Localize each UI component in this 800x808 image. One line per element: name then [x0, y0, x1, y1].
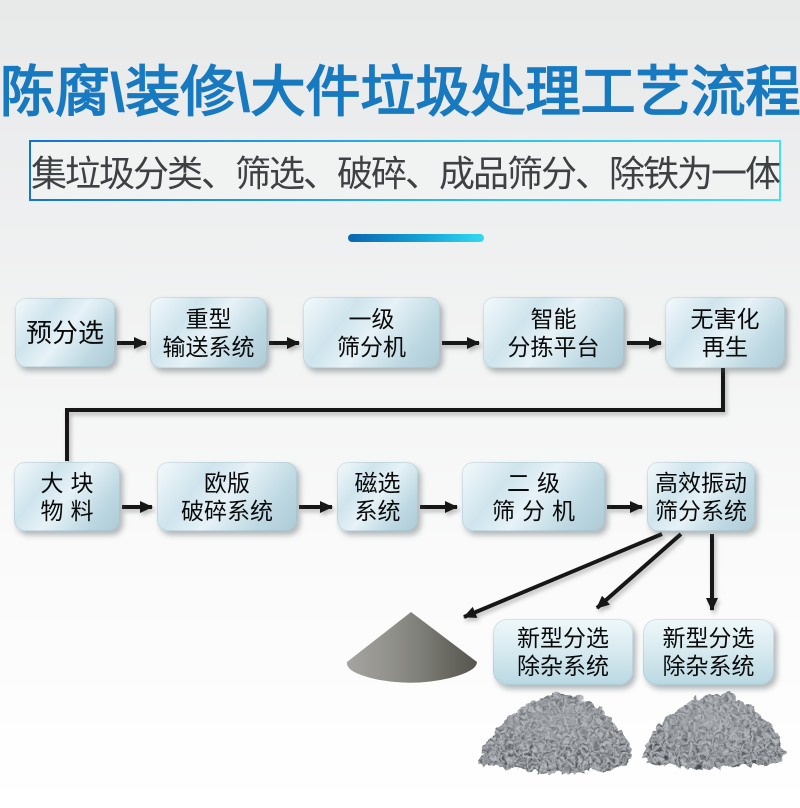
step-label-line: 二级 — [507, 469, 567, 496]
accent-divider-bar — [348, 234, 484, 242]
page-title: 陈腐\装修\大件垃圾处理工艺流程 — [0, 61, 800, 123]
step-label-line: 筛分机 — [337, 333, 406, 360]
step-label-line: 新型分选 — [662, 625, 755, 651]
flow-step-magnetic-separation-system: 磁选 系统 — [337, 462, 418, 531]
flow-step-bulk-material: 大块 物料 — [14, 462, 120, 531]
flow-step-pre-sorting: 预分选 — [15, 298, 115, 367]
step-label-line: 破碎系统 — [181, 497, 273, 524]
step-label-line: 物料 — [40, 497, 101, 524]
flow-step-smart-sorting-platform: 智能 分拣平台 — [483, 297, 624, 368]
step-label-line: 磁选 — [354, 469, 401, 496]
material-cone-illustration — [346, 612, 477, 683]
flow-step-high-efficiency-vibrating-screen: 高效振动 筛分系统 — [647, 462, 755, 531]
flow-step-primary-screening-machine: 一级 筛分机 — [303, 297, 440, 368]
step-label-line: 筛分系统 — [655, 497, 747, 524]
step-label: 预分选 — [25, 317, 104, 348]
flow-step-new-sorting-impurity-removal-system-right: 新型分选 除杂系统 — [643, 619, 774, 685]
step-label-line: 一级 — [348, 305, 395, 332]
subtitle-banner: 集垃圾分类、筛选、破碎、成品筛分、除铁为一体 — [29, 140, 781, 201]
flow-step-secondary-screening-machine: 二级 筛分机 — [462, 462, 605, 531]
step-label-line: 欧版 — [204, 469, 250, 496]
connector-row1-to-row2 — [65, 368, 725, 461]
flow-step-european-crushing-system: 欧版 破碎系统 — [157, 462, 297, 531]
step-label-line: 系统 — [354, 497, 401, 524]
subtitle-text: 集垃圾分类、筛选、破碎、成品筛分、除铁为一体 — [31, 152, 781, 194]
step-label-line: 高效振动 — [655, 469, 747, 496]
step-label-line: 再生 — [702, 333, 748, 360]
gravel-pile-right — [640, 691, 783, 767]
step-label-line: 无害化 — [690, 305, 760, 332]
flow-step-harmless-regeneration: 无害化 再生 — [665, 297, 785, 368]
step-label-line: 智能 — [530, 305, 577, 332]
step-label-line: 除杂系统 — [662, 653, 755, 679]
arrow-to-output-left — [595, 532, 683, 610]
step-label-line: 新型分选 — [517, 625, 609, 651]
step-label-line: 输送系统 — [162, 333, 255, 360]
step-label-line: 分拣平台 — [507, 333, 600, 360]
step-label-line: 重型 — [185, 305, 232, 332]
flow-step-new-sorting-impurity-removal-system-left: 新型分选 除杂系统 — [493, 619, 633, 685]
step-label-line: 除杂系统 — [517, 653, 609, 679]
step-label-line: 大块 — [40, 469, 101, 496]
flow-step-heavy-conveyor-system: 重型 输送系统 — [150, 297, 267, 368]
arrow-to-cone — [463, 532, 663, 619]
step-label-line: 筛分机 — [492, 497, 582, 524]
gravel-pile-left — [478, 691, 630, 771]
